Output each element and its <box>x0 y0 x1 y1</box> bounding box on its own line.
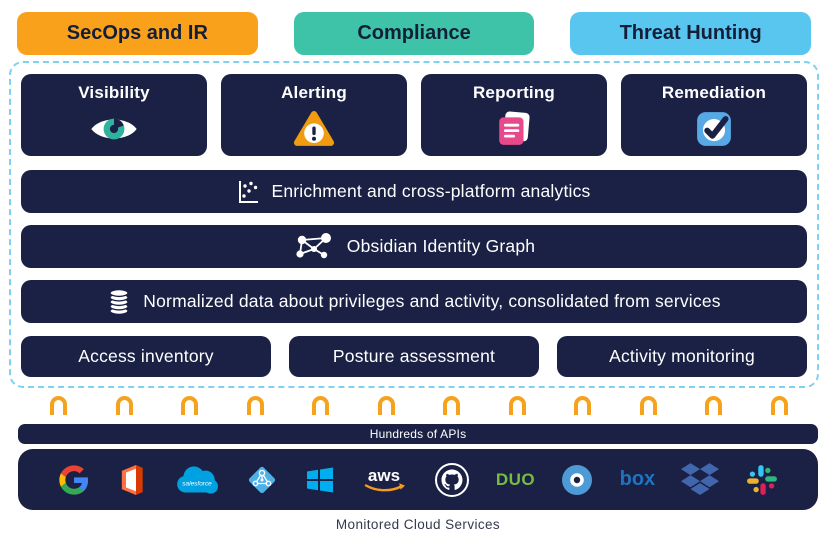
functions-row: Access inventory Posture assessment Acti… <box>21 336 807 377</box>
api-link-icon <box>50 396 67 415</box>
api-link-icon <box>115 396 133 415</box>
api-link-icon <box>377 396 395 415</box>
capability-alerting[interactable]: Alerting <box>221 74 407 156</box>
api-link-icon <box>181 396 199 415</box>
salesforce-logo[interactable]: salesforce <box>173 460 219 500</box>
api-link-icon <box>574 396 592 415</box>
capability-label: Visibility <box>78 83 150 102</box>
layer-label: Normalized data about privileges and act… <box>143 291 721 311</box>
layer-label: Obsidian Identity Graph <box>346 236 536 256</box>
slack-logo[interactable] <box>746 460 778 500</box>
tab-compliance[interactable]: Compliance <box>293 12 535 55</box>
services-bar: salesforce aws <box>18 449 818 510</box>
api-link-icon <box>312 396 330 415</box>
okta-logo[interactable] <box>561 460 593 500</box>
services-caption: Monitored Cloud Services <box>335 517 501 532</box>
api-link-icon <box>705 396 723 415</box>
alert-triangle-icon <box>292 107 336 151</box>
api-connectors-row <box>50 396 788 419</box>
dropbox-logo[interactable] <box>681 460 720 500</box>
eye-icon <box>90 107 138 151</box>
aws-logo[interactable]: aws <box>361 460 407 500</box>
google-logo[interactable] <box>58 460 90 500</box>
platform-panel: Visibility Alerting <box>9 61 819 388</box>
network-graph-icon <box>293 232 335 262</box>
layer-identity-graph[interactable]: Obsidian Identity Graph <box>21 225 807 268</box>
capability-remediation[interactable]: Remediation <box>621 74 807 156</box>
github-logo[interactable] <box>434 460 470 500</box>
capability-label: Remediation <box>661 83 767 102</box>
api-link-icon <box>246 396 264 415</box>
capability-visibility[interactable]: Visibility <box>21 74 207 156</box>
office365-logo[interactable] <box>116 460 146 500</box>
layer-analytics[interactable]: Enrichment and cross-platform analytics <box>21 170 807 213</box>
capability-reporting[interactable]: Reporting <box>421 74 607 156</box>
checkmark-badge-icon <box>695 107 733 151</box>
azure-ad-logo[interactable] <box>245 460 279 500</box>
database-icon <box>107 288 131 316</box>
apis-bar: Hundreds of APIs <box>18 424 818 444</box>
tab-secops-ir[interactable]: SecOps and IR <box>17 12 258 55</box>
scatter-plot-icon <box>237 179 259 205</box>
use-case-tabs: SecOps and IR Compliance Threat Hunting <box>17 12 812 55</box>
api-link-icon <box>770 396 788 415</box>
windows-logo[interactable] <box>305 460 335 500</box>
api-link-icon <box>508 396 526 415</box>
function-activity-monitoring[interactable]: Activity monitoring <box>557 336 807 377</box>
box-logo[interactable]: box <box>619 468 656 490</box>
layer-normalized-data[interactable]: Normalized data about privileges and act… <box>21 280 807 323</box>
tab-threat-hunting[interactable]: Threat Hunting <box>570 12 812 55</box>
capability-label: Alerting <box>281 83 347 102</box>
function-posture-assessment[interactable]: Posture assessment <box>289 336 539 377</box>
api-link-icon <box>639 396 657 415</box>
layer-label: Enrichment and cross-platform analytics <box>271 181 591 201</box>
svg-text:aws: aws <box>368 466 400 485</box>
capability-label: Reporting <box>472 83 556 102</box>
api-link-icon <box>443 396 461 415</box>
capabilities-row: Visibility Alerting <box>21 74 807 156</box>
duo-logo[interactable]: DUO <box>495 469 536 489</box>
function-access-inventory[interactable]: Access inventory <box>21 336 271 377</box>
svg-text:salesforce: salesforce <box>182 480 212 487</box>
report-pages-icon <box>494 107 534 151</box>
